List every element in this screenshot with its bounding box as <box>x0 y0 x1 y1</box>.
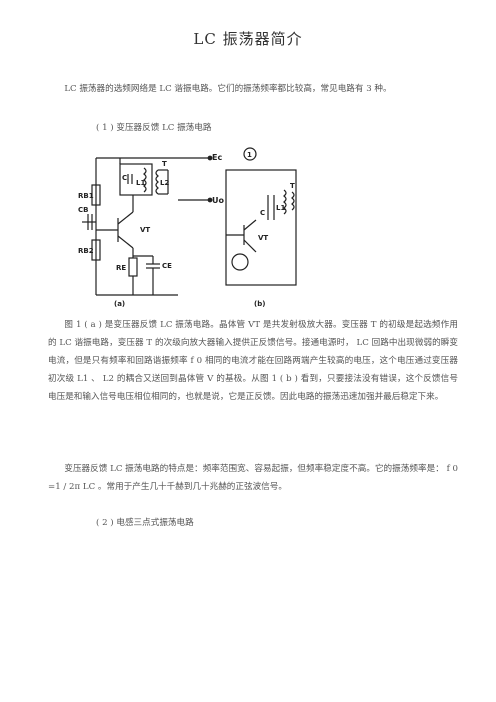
label-c: C <box>122 174 127 182</box>
label-a: (a) <box>114 300 125 308</box>
label-ec: Ec <box>212 153 222 162</box>
section-heading-2: ( 2 ) 电感三点式振荡电路 <box>96 518 194 528</box>
label-l2: L2 <box>160 179 169 187</box>
circuit-figure: Ec Uo RB1 RB2 CB C L1 L2 T VT RE CE (a) … <box>78 140 298 310</box>
label-rb2: RB2 <box>78 247 94 255</box>
label-re: RE <box>116 264 126 272</box>
paragraph-1: 图 1 ( a ) 是变压器反馈 LC 振荡电路。晶体管 VT 是共发射极放大器… <box>48 320 458 402</box>
label-b-c: C <box>260 209 265 217</box>
label-b: (b) <box>254 300 265 308</box>
paragraph-2: 变压器反馈 LC 振荡电路的特点是：频率范围宽、容易起振，但频率稳定度不高。它的… <box>48 464 458 492</box>
label-b-t: T <box>290 182 295 190</box>
section-heading-1: ( 1 ) 变压器反馈 LC 振荡电路 <box>96 123 212 133</box>
label-b-vt: VT <box>258 234 268 242</box>
label-rb1: RB1 <box>78 192 94 200</box>
page-title: LC 振荡器简介 <box>193 30 303 48</box>
label-vt: VT <box>140 226 150 234</box>
label-circle-1: 1 <box>247 151 252 159</box>
label-ce: CE <box>162 262 172 270</box>
label-t: T <box>162 160 167 168</box>
intro-paragraph: LC 振荡器的选频网络是 LC 谐振电路。它们的振荡频率都比较高，常见电路有 3… <box>64 84 392 94</box>
label-l1: L1 <box>136 179 145 187</box>
circuit-diagram: Ec Uo RB1 RB2 CB C L1 L2 T VT RE CE (a) … <box>78 147 297 308</box>
label-uo: Uo <box>212 196 224 205</box>
label-cb: CB <box>78 206 88 214</box>
label-b-l1: L1 <box>276 204 285 212</box>
